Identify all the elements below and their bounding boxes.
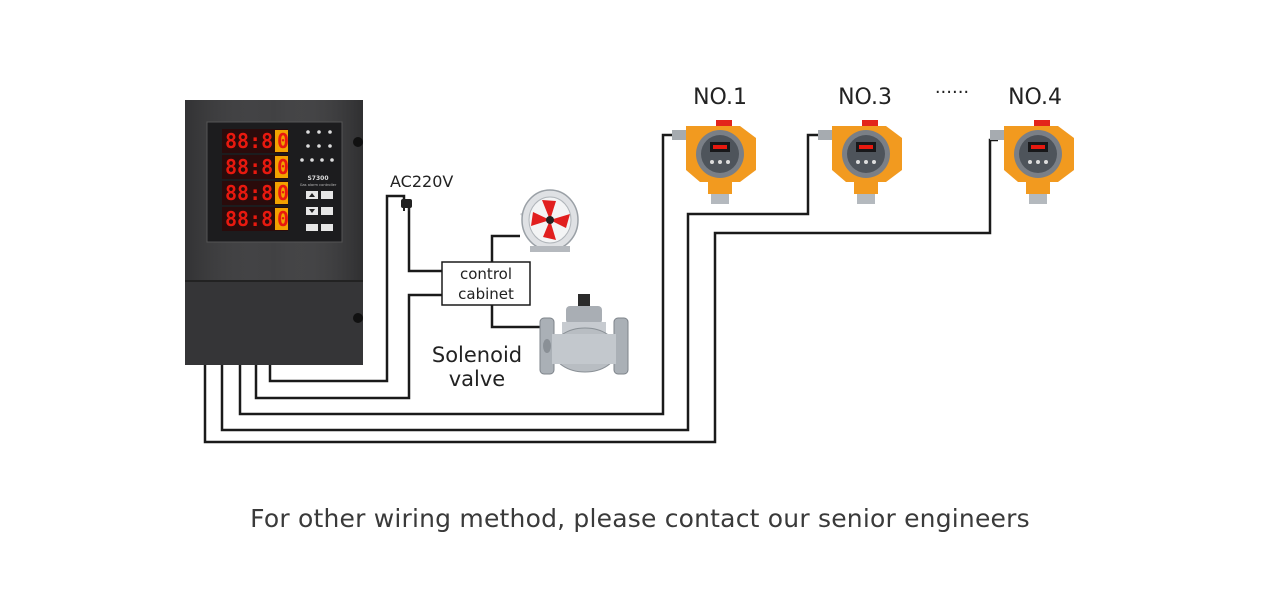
ac-terminal-icon [401,199,412,211]
gas-detector-icon [818,120,902,204]
led-row-1: 88:8 0 [222,129,289,153]
controller-subtitle: Gas alarm controller [300,183,337,187]
footer-caption: For other wiring method, please contact … [250,504,1030,533]
valve-label-line1: Solenoid [432,343,522,367]
svg-text:88:8: 88:8 [225,181,273,205]
gas-detector-icon [672,120,756,204]
gas-detector-icon [990,120,1074,204]
wire-to-no3 [220,133,818,432]
cabinet-label-line1: control [460,265,512,283]
control-cabinet: control cabinet [441,261,531,306]
svg-text:0: 0 [277,129,289,153]
detector-label-no1: NO.1 [693,85,747,110]
controller-model: S7300 [307,175,328,182]
detector-label-no4: NO.4 [1008,85,1062,110]
led-row-4: 88:8 0 [222,207,289,231]
key-reset-button[interactable] [306,224,318,231]
cabinet-label-line2: cabinet [458,285,514,303]
detector-no3: NO.3 [818,85,902,204]
exhaust-fan-icon [520,189,579,252]
svg-text:88:8: 88:8 [225,207,273,231]
led-row-2: 88:8 0 [222,155,289,179]
wire-to-cabinet [254,293,442,400]
key-menu-button[interactable] [321,191,333,199]
svg-text:88:8: 88:8 [225,155,273,179]
power-label: AC220V [390,172,453,191]
wire-to-fan [490,234,520,262]
wire-ac-supply [268,194,406,383]
svg-text:0: 0 [277,181,289,205]
svg-text:0: 0 [277,207,289,231]
key-mute-button[interactable] [321,224,333,231]
solenoid-valve-icon [539,294,629,375]
indicator-lights [300,130,334,162]
gas-alarm-controller: 88:8 0 88:8 0 88:8 0 88:8 0 S7300 [185,100,363,365]
detector-no1: NO.1 [672,85,756,204]
wire-to-no1 [238,133,672,416]
valve-label-line2: valve [449,367,505,391]
detector-ellipsis: ······ [935,82,969,103]
key-enter-button[interactable] [321,207,333,215]
svg-text:0: 0 [277,155,289,179]
detector-no4: NO.4 [990,85,1074,204]
svg-text:88:8: 88:8 [225,129,273,153]
detector-label-no3: NO.3 [838,85,892,110]
wire-to-valve [490,305,540,329]
wire-ac-cabinet [407,208,442,273]
led-row-3: 88:8 0 [222,181,289,205]
